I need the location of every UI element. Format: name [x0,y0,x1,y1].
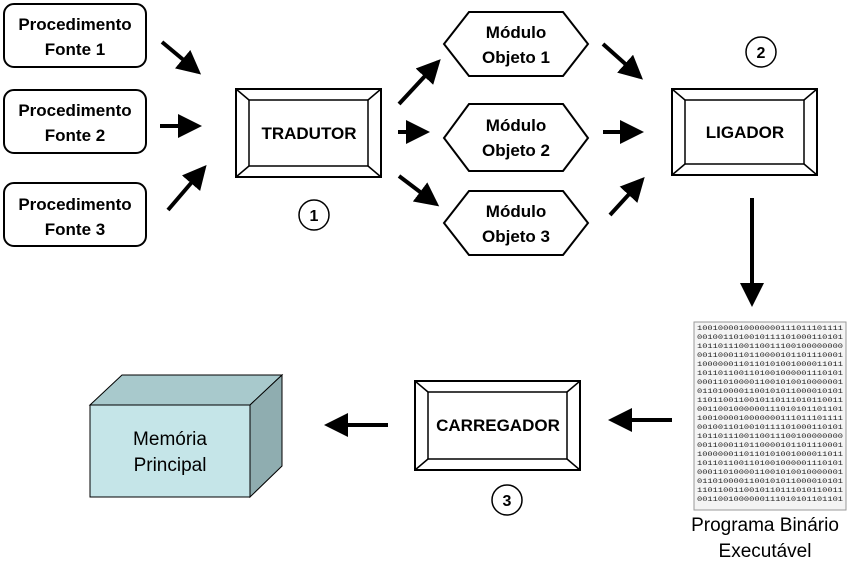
binary-row: 1011011100110011100100000000 [697,343,843,350]
memory-line1: Memória [133,429,207,450]
module-2-line2: Objeto 2 [482,141,550,160]
source-3-line2: Fonte 3 [45,220,105,239]
source-3-line1: Procedimento [18,195,131,214]
module-1-line1: Módulo [486,23,546,42]
binary-program: 1001000010000000111011101111 001001101001… [691,321,847,562]
tradutor-box: TRADUTOR [235,88,382,178]
binary-row: 1101100110010110111010110011 [697,397,843,404]
arrow-tradutor-to-module3 [397,174,440,207]
source-procedure-1: Procedimento Fonte 1 [3,3,147,68]
binary-row: 0010011010010111101000110101 [697,334,843,341]
binary-row: 1001000010000000111011101111 [697,325,843,332]
memory-line2: Principal [134,455,207,476]
binary-row: 0110100001100101011000010101 [697,478,843,485]
binary-row: 0011001000000111010101101101 [697,496,843,503]
source-1-line2: Fonte 1 [45,40,105,59]
module-3-line2: Objeto 3 [482,227,550,246]
source-procedure-2: Procedimento Fonte 2 [3,89,147,154]
binary-row: 1011011001101001000001110101 [697,460,843,467]
step-number-3: 3 [503,493,512,510]
arrow-source1-to-tradutor [160,40,202,75]
binary-row: 1011011100110011100100000000 [697,433,843,440]
carregador-box: CARREGADOR [414,380,581,471]
ligador-label: LIGADOR [706,123,784,142]
module-object-1: Módulo Objeto 1 [442,11,590,77]
arrow-source3-to-tradutor [166,164,207,212]
module-2-line1: Módulo [486,116,546,135]
source-2-line2: Fonte 2 [45,126,105,145]
step-badge-3: 3 [491,484,523,516]
binary-program-line2: Executável [719,541,812,562]
binary-row: 0011000110110000101101110001 [697,442,843,449]
binary-row: 1000000110110101001000011011 [697,451,843,458]
ligador-box: LIGADOR [671,88,818,176]
binary-row: 0010011010010111101000110101 [697,424,843,431]
step-number-1: 1 [310,208,319,225]
arrow-tradutor-to-module1 [397,59,441,106]
source-1-line1: Procedimento [18,15,131,34]
arrow-module1-to-ligador [601,42,643,80]
module-object-2: Módulo Objeto 2 [442,103,590,172]
binary-program-line1: Programa Binário [691,515,839,536]
source-procedure-3: Procedimento Fonte 3 [3,182,147,247]
arrow-module3-to-ligador [608,177,645,217]
binary-row: 0001101000011001010010000001 [697,379,843,386]
binary-row: 1101100110010110111010110011 [697,487,843,494]
binary-row: 1011011001101001000001110101 [697,370,843,377]
tradutor-label: TRADUTOR [261,124,356,143]
step-badge-2: 2 [745,36,777,68]
binary-row: 1001000010000000111011101111 [697,415,843,422]
module-3-line1: Módulo [486,202,546,221]
binary-row: 0001101000011001010010000001 [697,469,843,476]
binary-row: 0011000110110000101101110001 [697,352,843,359]
step-badge-1: 1 [298,199,330,231]
source-2-line1: Procedimento [18,101,131,120]
carregador-label: CARREGADOR [436,416,560,435]
module-1-line2: Objeto 1 [482,48,550,67]
module-object-3: Módulo Objeto 3 [442,190,590,256]
binary-row: 0110100001100101011000010101 [697,388,843,395]
binary-row: 1000000110110101001000011011 [697,361,843,368]
step-number-2: 2 [757,45,766,62]
binary-row: 0011001000000111010101101101 [697,406,843,413]
memory-cube: Memória Principal [88,373,284,499]
binary-digits: 1001000010000000111011101111 001001101001… [697,325,843,503]
